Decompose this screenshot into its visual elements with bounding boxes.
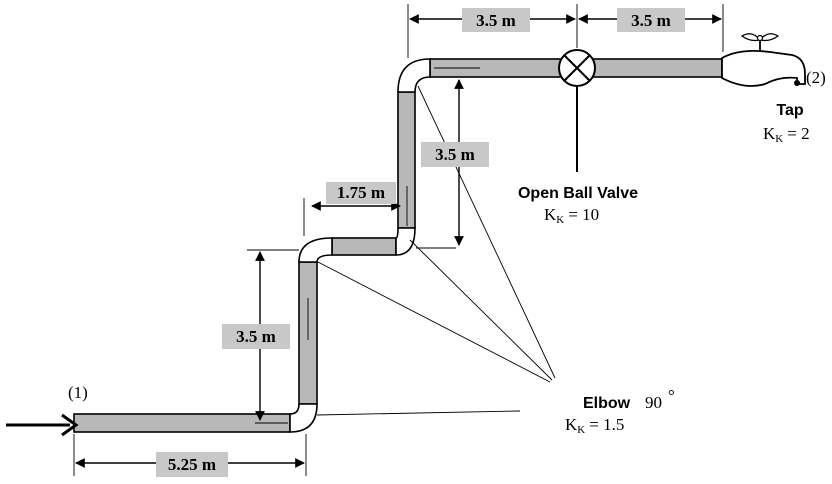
elbow-3 (395, 227, 416, 256)
pipe-right-vertical (397, 91, 416, 229)
elbow-1 (289, 403, 318, 433)
dim-label-left-vertical: 3.5 m (222, 324, 290, 349)
elbow-name: Elbow (583, 395, 631, 412)
inlet-arrow-icon (6, 413, 79, 437)
valve-k-value: KK= 10 (544, 205, 599, 226)
tap-name: Tap (776, 102, 803, 119)
dim-text: 3.5 m (236, 327, 276, 346)
dim-text: 1.75 m (337, 183, 385, 202)
dim-label-right-vertical: 3.5 m (421, 142, 489, 167)
elbow-leader-lines (316, 85, 556, 416)
elbow-k-value: KK= 1.5 (565, 415, 624, 436)
point-inlet-label: (1) (68, 383, 88, 402)
dim-text: 3.5 m (631, 11, 671, 30)
dim-text: 3.5 m (435, 145, 475, 164)
tap-icon (721, 33, 806, 87)
dim-label-top-left: 3.5 m (462, 8, 530, 32)
dim-label-top-right: 3.5 m (617, 8, 685, 32)
point-outlet-label: (2) (806, 68, 826, 87)
elbow-2 (298, 237, 333, 263)
elbow-4 (397, 58, 431, 93)
dim-text: 5.25 m (168, 455, 216, 474)
pipe-middle-horizontal (331, 237, 397, 256)
elbow-label: Elbow 90 ° KK= 1.5 (565, 386, 675, 436)
ball-valve-icon (558, 49, 596, 172)
tap-k-value: KK= 2 (763, 124, 810, 145)
dim-label-bottom-horizontal: 5.25 m (156, 452, 228, 477)
elbow-angle: 90 (645, 393, 662, 412)
valve-name: Open Ball Valve (518, 185, 638, 202)
dim-text: 3.5 m (476, 11, 516, 30)
tap-label: Tap KK= 2 (763, 102, 810, 145)
dim-label-middle-horizontal: 1.75 m (326, 182, 396, 204)
valve-label: Open Ball Valve KK= 10 (518, 185, 638, 226)
elbow-degree: ° (668, 386, 675, 405)
